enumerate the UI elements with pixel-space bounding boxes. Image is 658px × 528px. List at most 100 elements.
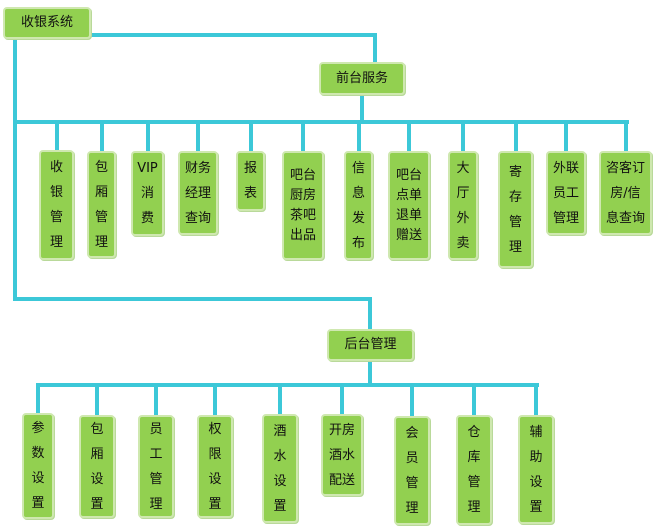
front-item-label-line: 经理: [184, 185, 211, 201]
front-item-label-line: 管: [49, 210, 63, 225]
back-item-label-line: 管: [149, 471, 163, 487]
front-item-label-line: 厢: [94, 184, 108, 200]
front-item-label-line: 厨房: [289, 187, 316, 203]
front-item-label-line: 寄: [508, 164, 522, 180]
front-item-label-line: 外联: [552, 160, 579, 176]
front-item-label-line: 大: [456, 160, 470, 176]
front-item-label-line: 报: [243, 161, 257, 176]
back-item-label-line: 置: [90, 496, 104, 512]
back-item-member-mgmt: 会员管理: [394, 416, 430, 525]
back-item-label-line: 置: [208, 496, 222, 512]
back-item-label-line: 设: [90, 471, 104, 487]
front-item-label-line: 存: [508, 189, 522, 205]
back-item-label-line: 酒: [273, 423, 287, 439]
back-item-label-line: 厢: [90, 446, 104, 462]
front-item-label-line: 点单: [395, 187, 422, 203]
front-item-label-line: 赠送: [395, 227, 422, 243]
front-item-label-line: 厅: [456, 185, 470, 201]
back-item-label-line: 置: [529, 499, 543, 515]
back-item-label-line: 水: [273, 448, 287, 464]
front-item-bar-order-refund-gift: 吧台点单退单赠送: [388, 151, 430, 260]
back-item-label-line: 数: [31, 446, 45, 461]
front-item-label-line: 管: [508, 214, 522, 230]
root-label: 收银系统: [20, 15, 73, 30]
back-item-label-line: 库: [467, 450, 481, 465]
back-item-permission-settings: 权限设置: [197, 415, 233, 518]
front-item-external-staff-mgmt: 外联员工管理: [546, 151, 586, 235]
back-item-label-line: 配送: [328, 472, 355, 488]
back-item-label-line: 置: [31, 496, 45, 511]
back-item-room-liquor-delivery: 开房酒水配送: [321, 414, 363, 496]
back-item-label-line: 管: [405, 475, 419, 491]
back-item-label-line: 包: [90, 421, 104, 437]
back-item-label-line: 设: [529, 474, 543, 490]
back-item-label-line: 设: [273, 473, 287, 489]
front-item-label-line: 管理: [552, 210, 579, 226]
back-item-liquor-settings: 酒水设置: [262, 414, 298, 523]
front-item-label-line: 外: [456, 210, 470, 226]
back-item-label-line: 员: [149, 421, 163, 437]
back-item-label-line: 理: [149, 496, 163, 512]
front-item-label-line: 包: [94, 159, 108, 175]
back-item-label-line: 仓: [467, 425, 481, 440]
back-item-label-line: 辅: [529, 424, 543, 440]
front-item-label-line: 财务: [184, 160, 211, 176]
front-item-label-line: 理: [508, 239, 522, 255]
back-item-label-line: 助: [529, 449, 543, 465]
front-item-label-line: 出品: [289, 227, 316, 243]
back-item-label-line: 理: [405, 500, 419, 516]
front-item-label-line: 消: [140, 186, 154, 201]
back-item-label-line: 设: [208, 471, 222, 487]
back-item-label-line: 权: [208, 421, 222, 437]
back-management-node: 后台管理: [327, 329, 414, 361]
front-item-reports: 报表: [236, 151, 265, 211]
front-item-label-line: 息查询: [605, 210, 645, 226]
front-item-label-line: VIP: [137, 161, 158, 176]
front-item-label-line: 收: [49, 160, 63, 175]
back-item-label-line: 管: [467, 475, 481, 490]
back-item-warehouse-mgmt: 仓库管理: [456, 415, 492, 525]
front-item-label-line: 费: [140, 211, 154, 226]
front-item-label-line: 表: [243, 186, 257, 201]
back-item-label-line: 理: [467, 500, 481, 515]
front-item-cashier-mgmt: 收银管理: [39, 150, 74, 260]
back-item-label-line: 参: [31, 421, 45, 436]
back-item-label-line: 开房: [328, 422, 355, 438]
front-item-vip-consume: VIP 消费: [131, 151, 164, 236]
back-item-label-line: 限: [208, 446, 222, 462]
back-item-staff-mgmt: 员工管理: [138, 415, 174, 518]
front-item-label-line: 管: [94, 209, 108, 225]
back-item-auxiliary-settings: 辅助设置: [518, 415, 554, 524]
front-item-lobby-takeout: 大厅外卖: [448, 151, 478, 260]
front-item-label-line: 布: [351, 235, 365, 251]
front-item-label-line: 息: [351, 185, 365, 201]
connector-root-to-back: [13, 37, 372, 331]
root-node: 收银系统: [3, 7, 91, 39]
front-item-label-line: 发: [351, 210, 365, 226]
front-item-label-line: 员工: [552, 185, 579, 201]
front-item-label-line: 茶吧: [289, 207, 316, 223]
front-item-info-publish: 信息发布: [344, 151, 373, 260]
front-item-label-line: 理: [49, 235, 63, 250]
back-item-label-line: 工: [149, 446, 163, 462]
front-item-consult-booking-info: 咨客订房/信息查询: [599, 151, 652, 235]
front-item-label-line: 吧台: [395, 167, 422, 183]
back-item-param-settings: 参数设置: [22, 413, 54, 519]
back-item-label-line: 员: [405, 450, 419, 466]
front-service-label: 前台服务: [335, 70, 388, 86]
connector-root-to-front: [89, 33, 377, 64]
back-item-label-line: 置: [273, 498, 287, 514]
back-item-label-line: 设: [31, 471, 45, 486]
back-management-label: 后台管理: [344, 337, 397, 352]
front-service-node: 前台服务: [319, 62, 405, 95]
front-item-label-line: 信: [351, 160, 365, 176]
back-item-room-settings: 包厢设置: [79, 415, 115, 518]
front-item-private-room-mgmt: 包厢管理: [87, 151, 116, 258]
front-item-finance-manager-query: 财务经理查询: [178, 151, 218, 235]
front-item-label-line: 查询: [184, 210, 211, 226]
front-item-storage-mgmt: 寄存管理: [498, 151, 533, 268]
front-item-label-line: 退单: [395, 207, 422, 223]
front-item-bar-kitchen-tea-output: 吧台厨房茶吧出品: [282, 151, 324, 260]
